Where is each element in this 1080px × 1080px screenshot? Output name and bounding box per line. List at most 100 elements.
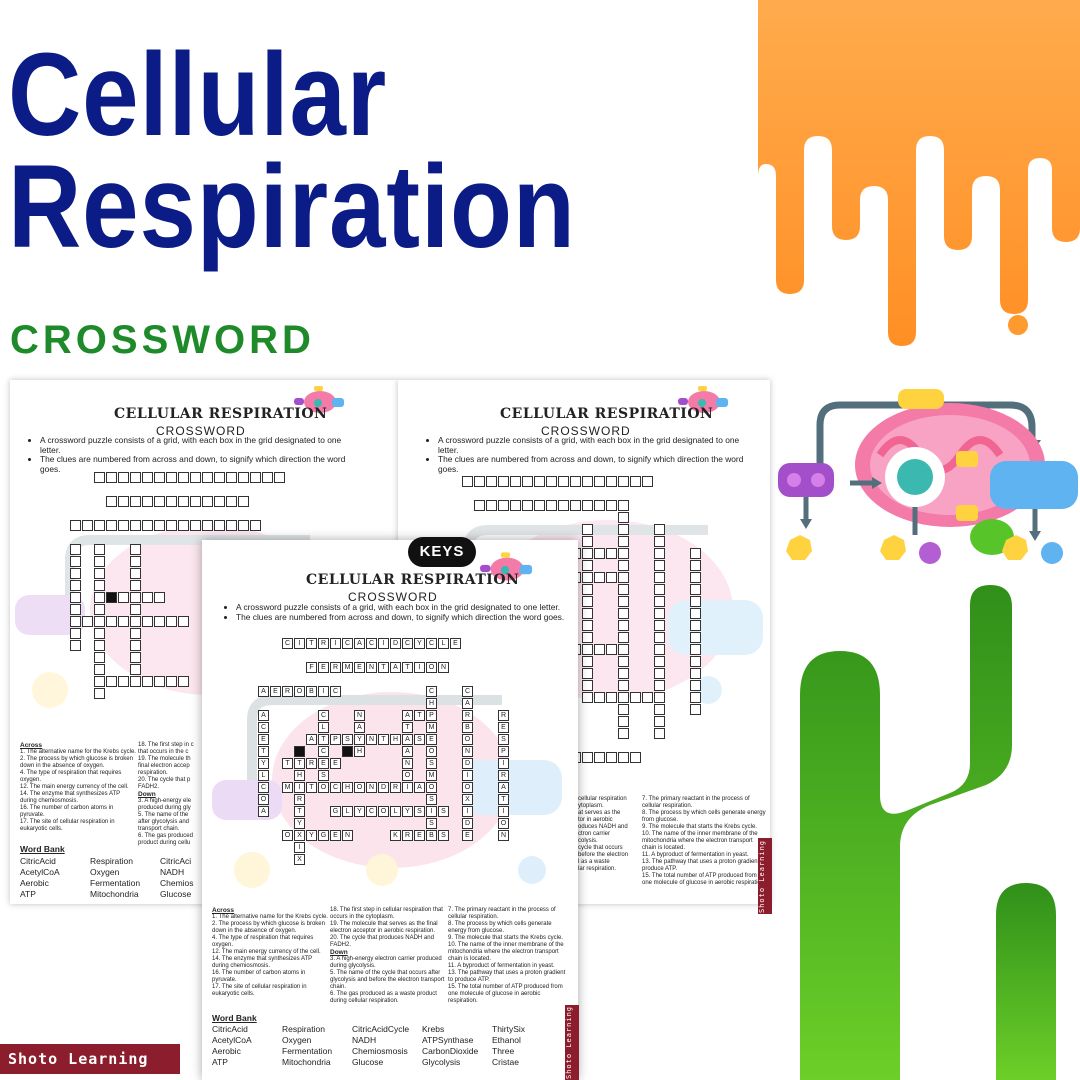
word-bank-item: Krebs — [422, 1024, 445, 1034]
grid-cell: R — [402, 830, 413, 841]
grid-cell — [582, 536, 593, 547]
grid-cell — [94, 556, 105, 567]
clue: 17. The site of cellular respiration in … — [20, 819, 115, 832]
grid-cell: B — [306, 686, 317, 697]
grid-cell — [690, 656, 701, 667]
grid-cell — [190, 472, 201, 483]
grid-cell — [94, 472, 105, 483]
grid-cell — [618, 476, 629, 487]
grid-cell: T — [282, 758, 293, 769]
worksheet-title: CELLULAR RESPIRATION — [500, 406, 714, 422]
grid-cell: M — [426, 722, 437, 733]
grid-cell — [94, 592, 105, 603]
grid-cell: N — [366, 662, 377, 673]
grid-cell: C — [258, 722, 269, 733]
grid-cell: S — [438, 806, 449, 817]
grid-cell — [94, 652, 105, 663]
clue-line: 9. The molecule that starts the Krebs cy… — [642, 824, 757, 830]
grid-cell — [618, 560, 629, 571]
grid-cell: A — [258, 710, 269, 721]
grid-cell — [238, 496, 249, 507]
grid-cell: I — [294, 782, 305, 793]
grid-cell: T — [294, 806, 305, 817]
grid-cell — [522, 500, 533, 511]
clue-line: 20. The cycle that p — [138, 777, 191, 783]
word-bank-item: ATP — [20, 889, 36, 899]
instruction-1: A crossword puzzle consists of a grid, w… — [438, 435, 758, 455]
grid-cell: I — [318, 686, 329, 697]
grid-cell: M — [426, 770, 437, 781]
grid-cell — [690, 572, 701, 583]
grid-cell — [118, 520, 129, 531]
grid-cell — [690, 644, 701, 655]
grid-cell — [498, 500, 509, 511]
grid-cell — [226, 472, 237, 483]
grid-cell — [618, 500, 629, 511]
word-bank-title: Word Bank — [212, 1013, 257, 1023]
grid-cell — [106, 472, 117, 483]
worksheet-instructions: A crossword puzzle consists of a grid, w… — [224, 602, 576, 622]
grid-cell: I — [498, 806, 509, 817]
grid-cell — [214, 496, 225, 507]
clue: 20. The cycle that produces NADH and FAD… — [330, 935, 434, 948]
grid-cell — [130, 616, 141, 627]
grid-cell — [618, 548, 629, 559]
grid-cell — [94, 568, 105, 579]
clue: 17. The site of cellular respiration in … — [212, 984, 307, 997]
grid-cell — [618, 632, 629, 643]
grid-cell — [118, 496, 129, 507]
grid-cell: D — [390, 638, 401, 649]
word-bank-item: Three — [492, 1046, 515, 1056]
grid-cell — [142, 616, 153, 627]
clue-line: before the electron — [578, 852, 629, 858]
grid-cell — [130, 580, 141, 591]
grid-cell: T — [306, 782, 317, 793]
grid-cell — [546, 500, 557, 511]
grid-cell — [654, 728, 665, 739]
grid-cell — [486, 500, 497, 511]
worksheet-subtitle: CROSSWORD — [541, 424, 631, 438]
brand-label-vertical: Shoto Learning — [565, 1005, 579, 1080]
grid-cell — [106, 616, 117, 627]
grid-cell — [178, 520, 189, 531]
faded-diagram-watermark — [212, 692, 562, 888]
grid-cell: E — [414, 830, 425, 841]
grid-cell — [106, 496, 117, 507]
grid-cell — [618, 680, 629, 691]
grid-cell — [534, 476, 545, 487]
grid-cell — [130, 652, 141, 663]
grid-cell: A — [498, 782, 509, 793]
grid-cell — [546, 476, 557, 487]
grid-cell: C — [426, 686, 437, 697]
grid-cell — [94, 616, 105, 627]
grid-cell: G — [318, 830, 329, 841]
grid-cell — [582, 632, 593, 643]
grid-cell: T — [414, 710, 425, 721]
grid-cell — [178, 616, 189, 627]
clue: 14. The enzyme that synthesizes ATP duri… — [20, 791, 121, 804]
grid-cell: E — [426, 734, 437, 745]
clue: 13. The pathway that uses a proton gradi… — [448, 970, 566, 983]
grid-cell: C — [366, 806, 377, 817]
grid-cell — [690, 548, 701, 559]
grid-cell — [522, 476, 533, 487]
grid-cell: T — [306, 638, 317, 649]
grid-cell: T — [498, 794, 509, 805]
grid-cell — [226, 496, 237, 507]
grid-cell — [118, 592, 129, 603]
grid-cell — [154, 496, 165, 507]
clue: 2. The process by which glucose is broke… — [20, 756, 133, 769]
grid-cell — [654, 644, 665, 655]
across-heading: Across — [212, 907, 235, 914]
grid-cell — [94, 688, 105, 699]
grid-cell — [106, 520, 117, 531]
title-line-2: Respiration — [8, 141, 576, 273]
grid-cell — [190, 520, 201, 531]
grid-cell: O — [426, 746, 437, 757]
grid-cell — [130, 664, 141, 675]
clue-line: product during cellu — [138, 840, 191, 846]
grid-cell: S — [414, 806, 425, 817]
word-bank-item: ThirtySix — [492, 1024, 526, 1034]
